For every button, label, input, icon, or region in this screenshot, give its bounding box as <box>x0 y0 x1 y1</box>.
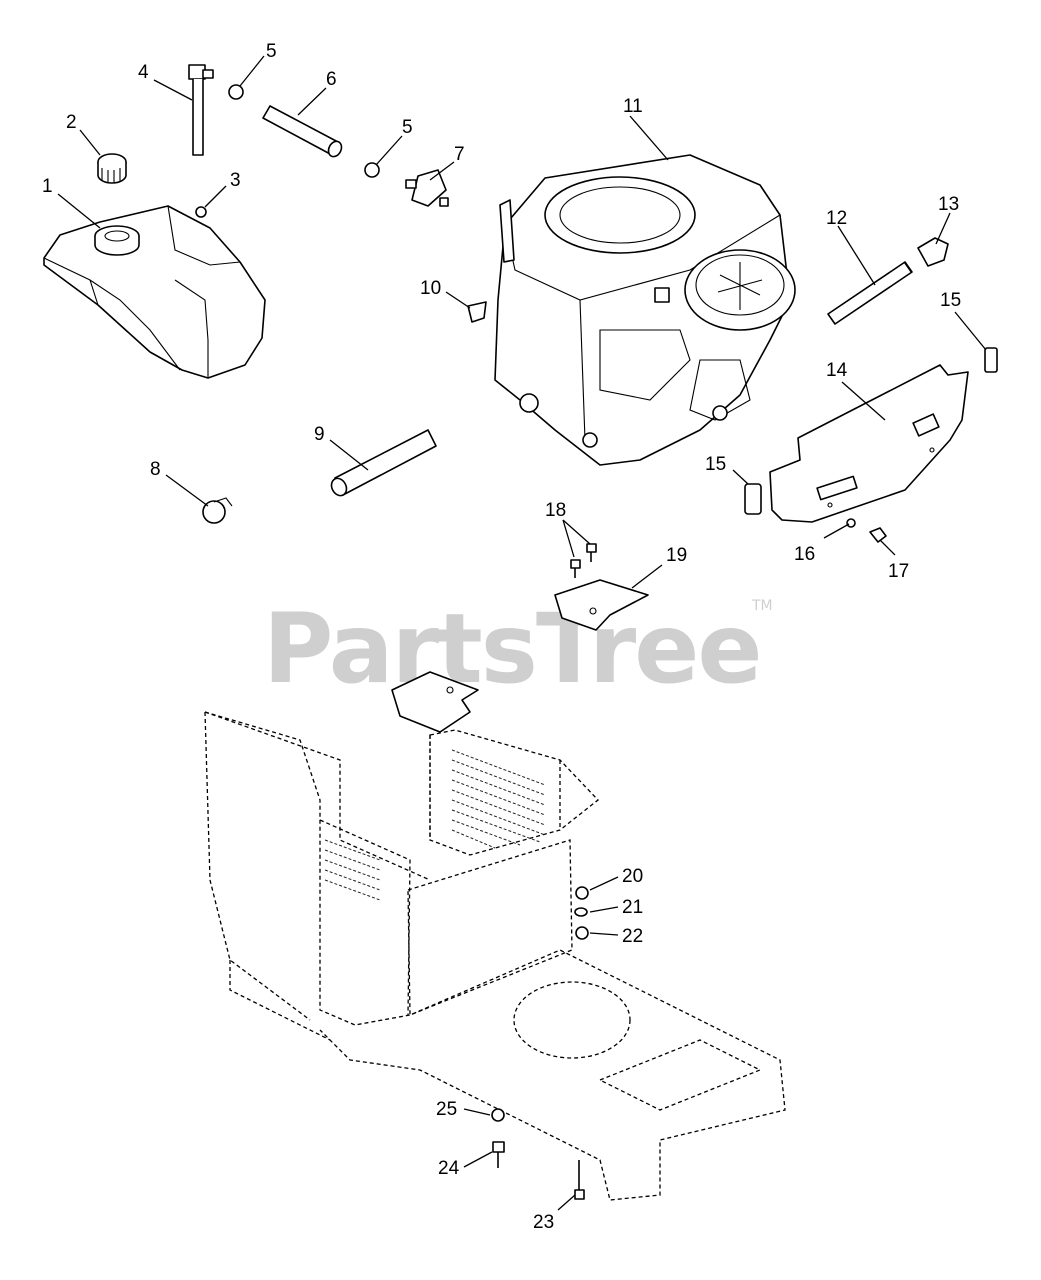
callout-2: 2 <box>66 112 77 133</box>
part-heat-shield-14[interactable] <box>769 364 969 523</box>
part-washer-21[interactable] <box>574 907 588 917</box>
part-screws-18[interactable] <box>570 543 597 578</box>
callout-16: 16 <box>794 544 815 565</box>
part-clamp-5a[interactable] <box>228 84 244 100</box>
part-fuel-filter-7[interactable] <box>405 169 449 207</box>
part-washer-25[interactable] <box>491 1108 505 1122</box>
callout-15b: 15 <box>705 454 726 475</box>
part-fuel-line-4[interactable] <box>188 64 214 156</box>
callout-12: 12 <box>826 208 847 229</box>
callout-23: 23 <box>533 1212 554 1233</box>
callout-20: 20 <box>622 866 643 887</box>
part-clip-10[interactable] <box>467 301 487 323</box>
callout-5b: 5 <box>402 117 413 138</box>
part-hose-6[interactable] <box>262 105 344 159</box>
part-engine-11[interactable] <box>494 154 796 466</box>
callout-5a: 5 <box>266 41 277 62</box>
part-screw-3[interactable] <box>195 206 207 218</box>
callout-15a: 15 <box>940 290 961 311</box>
callout-1: 1 <box>42 176 53 197</box>
part-bracket-upper[interactable] <box>391 671 479 733</box>
callout-24: 24 <box>438 1158 460 1179</box>
callout-10: 10 <box>420 278 441 299</box>
watermark-text: PartsTree <box>263 593 760 705</box>
callout-9: 9 <box>314 424 325 445</box>
callout-18: 18 <box>545 500 566 521</box>
part-elbow-13[interactable] <box>917 237 949 267</box>
callout-25: 25 <box>436 1099 457 1120</box>
part-nut-22[interactable] <box>575 926 589 940</box>
callout-labels: 1 2 3 4 5 6 5 7 11 10 9 8 12 13 15 14 15… <box>42 41 961 1233</box>
callout-3: 3 <box>230 170 241 191</box>
part-bracket-19[interactable] <box>554 579 649 631</box>
callout-22: 22 <box>622 926 643 947</box>
callout-6: 6 <box>326 69 337 90</box>
part-fuel-tank[interactable] <box>43 205 266 379</box>
watermark-trademark: TM <box>751 598 773 614</box>
callout-8: 8 <box>150 459 161 480</box>
part-clamp-8[interactable] <box>202 500 226 524</box>
callout-14: 14 <box>826 360 848 381</box>
part-fuel-cap[interactable] <box>97 153 127 184</box>
callout-17: 17 <box>888 561 909 582</box>
part-spacer-15b[interactable] <box>744 483 762 515</box>
part-spacer-15a[interactable] <box>984 347 998 373</box>
callout-7: 7 <box>454 144 465 165</box>
part-clamp-5b[interactable] <box>364 162 380 178</box>
part-washer-16[interactable] <box>846 518 856 528</box>
part-pipe-12[interactable] <box>827 261 913 325</box>
callout-19: 19 <box>666 545 687 566</box>
frame-assembly <box>204 711 786 1201</box>
part-nut-20[interactable] <box>575 886 589 900</box>
part-hose-9[interactable] <box>329 429 437 498</box>
part-bolt-23[interactable] <box>574 1160 585 1200</box>
leader-lines <box>57 55 987 1211</box>
callout-21: 21 <box>622 897 643 918</box>
part-bolt-17[interactable] <box>869 527 887 543</box>
callout-4: 4 <box>138 62 149 83</box>
part-bolt-24[interactable] <box>492 1141 505 1168</box>
callout-11: 11 <box>623 96 643 117</box>
callout-13: 13 <box>938 194 959 215</box>
